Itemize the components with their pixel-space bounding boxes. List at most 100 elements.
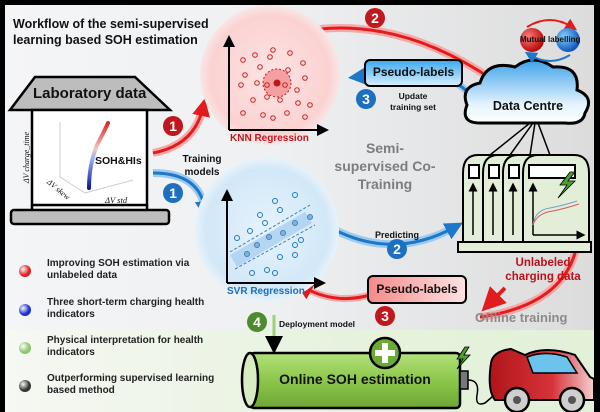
knn-point xyxy=(285,67,291,73)
support-vector-point xyxy=(280,230,286,236)
knn-point xyxy=(257,64,263,70)
data-centre-label: Data Centre xyxy=(492,99,564,113)
pseudo-labels-top-box xyxy=(364,59,463,87)
legend-item: Improving SOH estimation via unlabeled d… xyxy=(19,258,219,290)
diagram-title: Workflow of the semi-supervised learning… xyxy=(13,17,209,47)
knn-point xyxy=(270,47,276,53)
knn-point xyxy=(264,94,270,100)
knn-point xyxy=(267,54,273,60)
legend-item: Outperforming supervised learning based … xyxy=(19,373,219,405)
axis-std-label: ΔV std xyxy=(105,195,128,205)
svr-point xyxy=(262,220,268,226)
svr-point xyxy=(247,228,253,234)
svr-point xyxy=(292,242,298,248)
mutual-labelling-label: Mutual labelling xyxy=(520,35,581,44)
soh-his-label: SOH&HIs xyxy=(95,155,142,167)
support-vector-point xyxy=(244,251,250,257)
svr-point xyxy=(249,270,255,276)
knn-point xyxy=(254,80,260,86)
svg-text:1: 1 xyxy=(169,185,177,201)
knn-point xyxy=(307,102,313,108)
green-dot-icon xyxy=(19,342,31,354)
knn-point xyxy=(300,60,306,66)
knn-point xyxy=(302,114,308,120)
knn-point xyxy=(287,50,293,56)
knn-point xyxy=(270,115,276,121)
knn-point xyxy=(282,82,288,88)
diagram-frame: 1 1 2 3 2 3 4 Workflow of the semi-supervised … xyxy=(5,5,594,412)
knn-regression-panel xyxy=(200,5,340,145)
electric-car xyxy=(488,347,594,412)
svr-point xyxy=(272,270,278,276)
svg-text:2: 2 xyxy=(371,10,379,26)
legend-item: Physical interpretation for health indic… xyxy=(19,335,219,367)
charging-stations xyxy=(457,154,592,253)
knn-point xyxy=(295,100,301,106)
svr-regression-label: SVR Regression xyxy=(227,286,305,297)
mutual-labelling-graphic xyxy=(520,18,580,64)
svr-point xyxy=(277,254,283,260)
knn-point xyxy=(284,110,290,116)
training-models-label: Training models xyxy=(182,154,222,178)
predicting-label: Predicting xyxy=(375,230,420,240)
deployment-model-label: Deployment model xyxy=(279,319,356,329)
svr-point xyxy=(264,267,270,273)
svr-point xyxy=(298,237,304,243)
svr-point xyxy=(257,212,263,218)
svr-point xyxy=(292,252,298,258)
support-vector-point xyxy=(266,234,272,240)
charging-station xyxy=(522,154,590,243)
svr-point xyxy=(234,235,240,241)
step-badge-blue1: 1 xyxy=(163,183,183,203)
step-badge-red1: 1 xyxy=(163,116,183,136)
svg-text:3: 3 xyxy=(381,308,389,324)
online-soh-estimation-label: Online SOH estimation xyxy=(279,371,431,387)
axis-charge-time-label: ΔV charge_time xyxy=(22,131,32,184)
legend-text: Outperforming supervised learning based … xyxy=(47,373,215,396)
knn-point xyxy=(252,52,258,58)
svr-point xyxy=(292,192,298,198)
laboratory-data-label: Laboratory data xyxy=(33,85,147,102)
step-badge-blue2: 2 xyxy=(387,239,407,259)
co-training-label: Semi-supervised Co-Training xyxy=(334,140,436,192)
svr-regression-panel xyxy=(195,158,339,302)
pseudo-labels-top: Pseudo-labels xyxy=(372,65,455,79)
legend-text: Three short-term charging health indicat… xyxy=(47,297,205,320)
svr-point xyxy=(272,198,278,204)
support-vector-point xyxy=(292,220,298,226)
knn-point xyxy=(277,97,283,103)
knn-point xyxy=(238,82,244,88)
offline-training-label: Offline training xyxy=(475,310,568,325)
step-badge-blue3: 3 xyxy=(356,89,376,109)
svg-text:1: 1 xyxy=(169,118,177,134)
pseudo-labels-bottom: Pseudo-labels xyxy=(376,282,458,296)
step-badge-red3: 3 xyxy=(375,306,395,326)
step-badge-green4: 4 xyxy=(247,312,267,332)
update-training-set-label: Update training set xyxy=(390,91,436,112)
knn-point xyxy=(240,110,246,116)
blue-dot-icon xyxy=(19,304,31,316)
knn-regression-label: KNN Regression xyxy=(230,133,309,144)
workflow-diagram: 1 1 2 3 2 3 4 xyxy=(7,5,594,412)
knn-point xyxy=(294,87,300,93)
red-dot-icon xyxy=(19,265,31,277)
knn-point xyxy=(260,112,266,118)
svr-point xyxy=(277,207,283,213)
knn-point xyxy=(264,82,270,88)
support-vector-point xyxy=(254,242,260,248)
support-vector-point xyxy=(307,214,313,220)
unlabeled-charging-data-label: Unlabeled charging data xyxy=(505,257,581,283)
knn-point xyxy=(250,97,256,103)
legend-text: Physical interpretation for health indic… xyxy=(47,335,204,358)
laboratory-data-house xyxy=(7,75,174,226)
pseudo-labels-bottom-box xyxy=(367,275,467,304)
data-centre-cloud xyxy=(463,58,591,156)
knn-point xyxy=(240,57,246,63)
svg-text:4: 4 xyxy=(253,314,261,330)
knn-point xyxy=(242,72,248,78)
svg-text:2: 2 xyxy=(393,241,401,257)
legend-item: Three short-term charging health indicat… xyxy=(19,297,219,329)
black-dot-icon xyxy=(19,380,31,392)
svg-text:3: 3 xyxy=(362,91,370,107)
legend-text: Improving SOH estimation via unlabeled d… xyxy=(47,258,190,281)
